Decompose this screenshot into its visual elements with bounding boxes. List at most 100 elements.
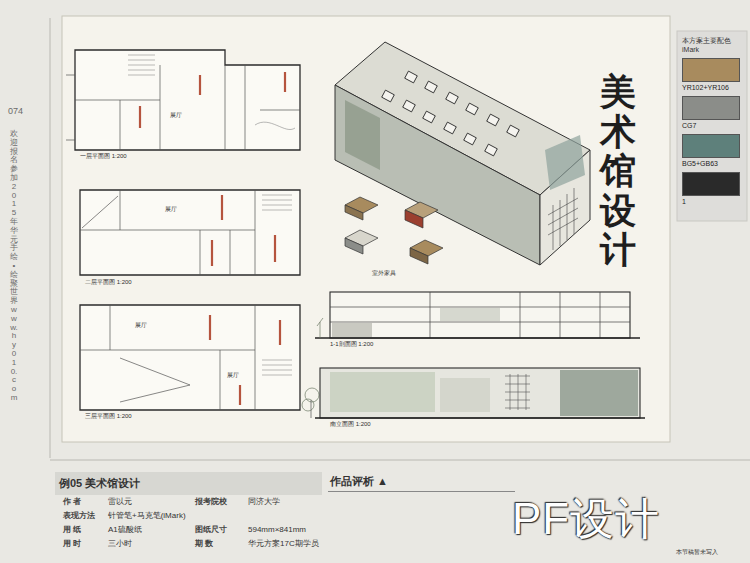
drawing-label: 二层平面图 1:200 <box>85 279 132 286</box>
floor-plan <box>80 190 300 275</box>
skylight <box>485 144 498 156</box>
window-grid <box>548 188 578 250</box>
color-swatch <box>682 172 740 196</box>
drawing-label: 室外家具 <box>372 270 396 277</box>
drawing-label: 南立面图 1:200 <box>330 421 371 428</box>
banner-text: 欢迎报名参加2015年华元手绘•绘聚世界 www.hy010.com <box>10 130 18 403</box>
bench <box>410 248 428 264</box>
elevation-wash <box>440 378 490 412</box>
floor-plan <box>80 305 300 410</box>
info-value: 594mm×841mm <box>248 525 306 534</box>
plan-wall <box>80 305 255 410</box>
bench <box>345 238 363 254</box>
color-swatch <box>682 96 740 120</box>
review-heading: 作品评析 ▲ <box>328 472 515 492</box>
drawing-label: 一层平面图 1:200 <box>80 153 127 160</box>
info-value: 华元方案17C期学员 <box>248 539 319 548</box>
drawing-label: 1-1剖面图 1:200 <box>330 341 373 348</box>
legend-entry: YR102+YR106 <box>682 58 742 91</box>
section-wash <box>440 308 500 321</box>
legend-entry: 1 <box>682 172 742 205</box>
info-key: 图纸尺寸 <box>195 525 227 534</box>
drawing-paper <box>62 16 670 442</box>
legend-entry: CG7 <box>682 96 742 129</box>
tree-sketch <box>317 318 323 338</box>
node-text: 本方案主要配色 iMark <box>682 36 742 53</box>
stair-symbol <box>128 55 155 75</box>
stair-symbol <box>262 360 292 375</box>
plan-sketch-line <box>255 122 295 129</box>
legend-text: BG5+GB63 <box>682 160 742 167</box>
elevation-wash <box>330 372 435 412</box>
ground-line <box>315 337 640 339</box>
legend-text: 1 <box>682 198 742 205</box>
color-swatch <box>682 134 740 158</box>
skylight <box>464 133 477 145</box>
plan-accent-wall <box>212 195 275 266</box>
info-key: 用 纸 <box>63 525 81 534</box>
info-key: 期 数 <box>195 539 213 548</box>
color-legend-panel: 本方案主要配色 iMarkYR102+YR106CG7BG5+GB63 1 <box>679 33 745 208</box>
elevation-wash <box>560 370 638 416</box>
section-wash <box>332 323 372 337</box>
info-value: A1硫酸纸 <box>108 525 142 534</box>
info-key: 用 时 <box>63 539 81 548</box>
legend-text: YR102+YR106 <box>682 84 742 91</box>
furniture-sketch <box>345 197 443 264</box>
section-outline <box>330 292 630 338</box>
ground-line <box>315 417 645 419</box>
skylight <box>466 103 479 115</box>
bench <box>405 210 423 228</box>
sheet-title: 美术馆设计 <box>600 72 636 270</box>
roof-glass <box>545 135 585 190</box>
skylight <box>444 122 457 134</box>
margin-rule <box>50 18 51 458</box>
elevation-outline <box>320 368 640 418</box>
tree-sketch <box>302 388 319 418</box>
long-facade <box>335 85 540 265</box>
window-grid <box>505 374 530 410</box>
skylight <box>423 111 436 123</box>
plan-wall <box>80 190 255 275</box>
legend-text: CG7 <box>682 122 742 129</box>
room-label: 展厅 <box>165 206 177 213</box>
glass-wall <box>345 100 380 170</box>
legend-ground <box>677 31 747 221</box>
color-swatch <box>682 58 740 82</box>
node-text: 例05 美术馆设计 <box>59 476 318 491</box>
skylight <box>403 100 416 112</box>
room-label: 展厅 <box>227 372 239 379</box>
info-value: 针管笔+马克笔(iMark) <box>108 511 186 520</box>
room-label: 展厅 <box>170 112 182 119</box>
plan-wall <box>66 65 300 150</box>
skylight <box>507 125 520 137</box>
skylight <box>425 81 438 93</box>
drawing-label: 三层平面图 1:200 <box>85 413 132 420</box>
info-value: 雷以元 <box>108 497 132 506</box>
skylight <box>487 114 500 126</box>
stair-symbol <box>262 195 292 210</box>
room-label: 展厅 <box>135 322 147 329</box>
page-number: 074 <box>8 106 23 116</box>
tree-trunk <box>311 400 312 418</box>
node-text: 作品评析 ▲ <box>330 474 513 489</box>
margin-rule <box>50 460 750 461</box>
info-value: 同济大学 <box>248 497 280 506</box>
section-floor <box>330 292 630 338</box>
tree-crown <box>302 399 314 411</box>
example-band: 例05 美术馆设计 <box>55 472 322 495</box>
tree-crown <box>305 388 319 402</box>
plan-accent-wall <box>140 72 285 128</box>
skylight <box>446 92 459 104</box>
skylight <box>405 71 418 83</box>
skylight <box>382 90 395 102</box>
info-key: 报考院校 <box>195 497 227 506</box>
info-value: 三小时 <box>108 539 132 548</box>
info-key: 表现方法 <box>63 511 95 520</box>
skylight-row <box>382 71 520 156</box>
info-key: 作 者 <box>63 497 81 506</box>
footnote: 本节稿暂未写入 <box>676 549 718 556</box>
bench <box>345 205 363 220</box>
legend-entry: BG5+GB63 <box>682 134 742 167</box>
